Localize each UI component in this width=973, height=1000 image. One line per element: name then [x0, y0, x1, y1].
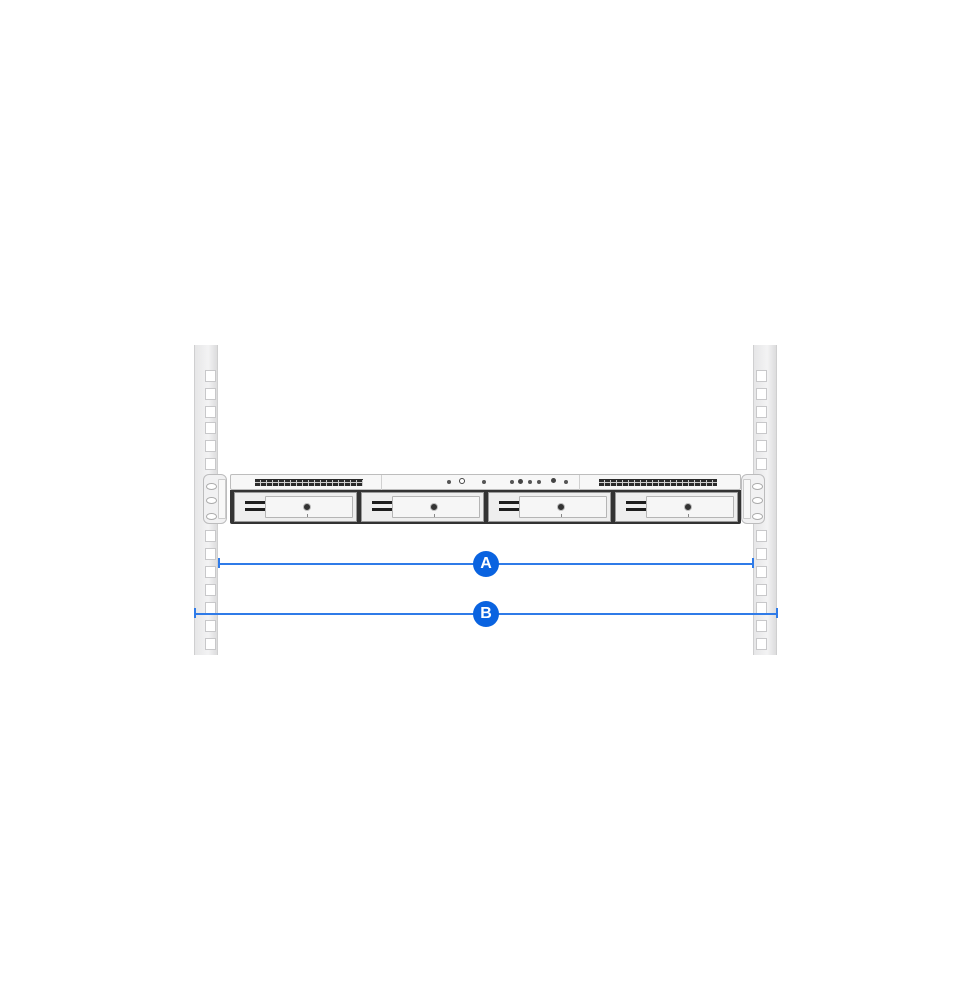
led-indicator — [528, 480, 532, 484]
rail-hole — [205, 440, 216, 452]
rail-hole — [205, 548, 216, 560]
rail-hole — [756, 584, 767, 596]
rail-hole — [756, 620, 767, 632]
right-vent — [599, 479, 717, 486]
led-indicator — [564, 480, 568, 484]
right-mounting-ear — [741, 474, 765, 524]
drive-bay-area — [230, 490, 741, 524]
rail-hole — [205, 638, 216, 650]
lock-icon — [684, 503, 692, 511]
drive-bay-1 — [234, 492, 357, 522]
dimension-a-left-cap — [218, 558, 220, 568]
dimension-b-right-cap — [776, 608, 778, 618]
dimension-label-b: B — [473, 601, 499, 627]
rail-hole — [756, 422, 767, 434]
rail-hole — [205, 422, 216, 434]
rail-hole — [205, 584, 216, 596]
lock-icon — [430, 503, 438, 511]
power-button-icon — [459, 478, 465, 484]
rail-hole — [205, 388, 216, 400]
rail-hole — [756, 638, 767, 650]
drive-bay-3 — [488, 492, 611, 522]
led-indicator — [447, 480, 451, 484]
dimension-label-a: A — [473, 551, 499, 577]
rail-hole — [205, 370, 216, 382]
left-mounting-ear — [203, 474, 227, 524]
lock-icon — [557, 503, 565, 511]
rail-hole — [756, 370, 767, 382]
led-indicator — [482, 480, 486, 484]
dimension-a-right-cap — [752, 558, 754, 568]
rail-hole — [205, 458, 216, 470]
nas-chassis — [230, 474, 741, 524]
led-indicator — [510, 480, 514, 484]
reset-button-icon — [551, 478, 556, 483]
rail-hole — [205, 566, 216, 578]
rail-hole — [205, 620, 216, 632]
dimension-b-left-cap — [194, 608, 196, 618]
rail-hole — [756, 440, 767, 452]
rail-hole — [205, 530, 216, 542]
rail-hole — [756, 458, 767, 470]
rail-hole — [756, 530, 767, 542]
rail-hole — [756, 566, 767, 578]
rail-hole — [756, 388, 767, 400]
lock-icon — [303, 503, 311, 511]
front-panel — [230, 474, 741, 491]
drive-bay-4 — [615, 492, 738, 522]
rail-hole — [205, 406, 216, 418]
rail-hole — [756, 548, 767, 560]
left-vent — [255, 479, 363, 486]
rail-hole — [756, 406, 767, 418]
led-indicator — [537, 480, 541, 484]
drive-bay-2 — [361, 492, 484, 522]
led-indicator — [518, 479, 523, 484]
